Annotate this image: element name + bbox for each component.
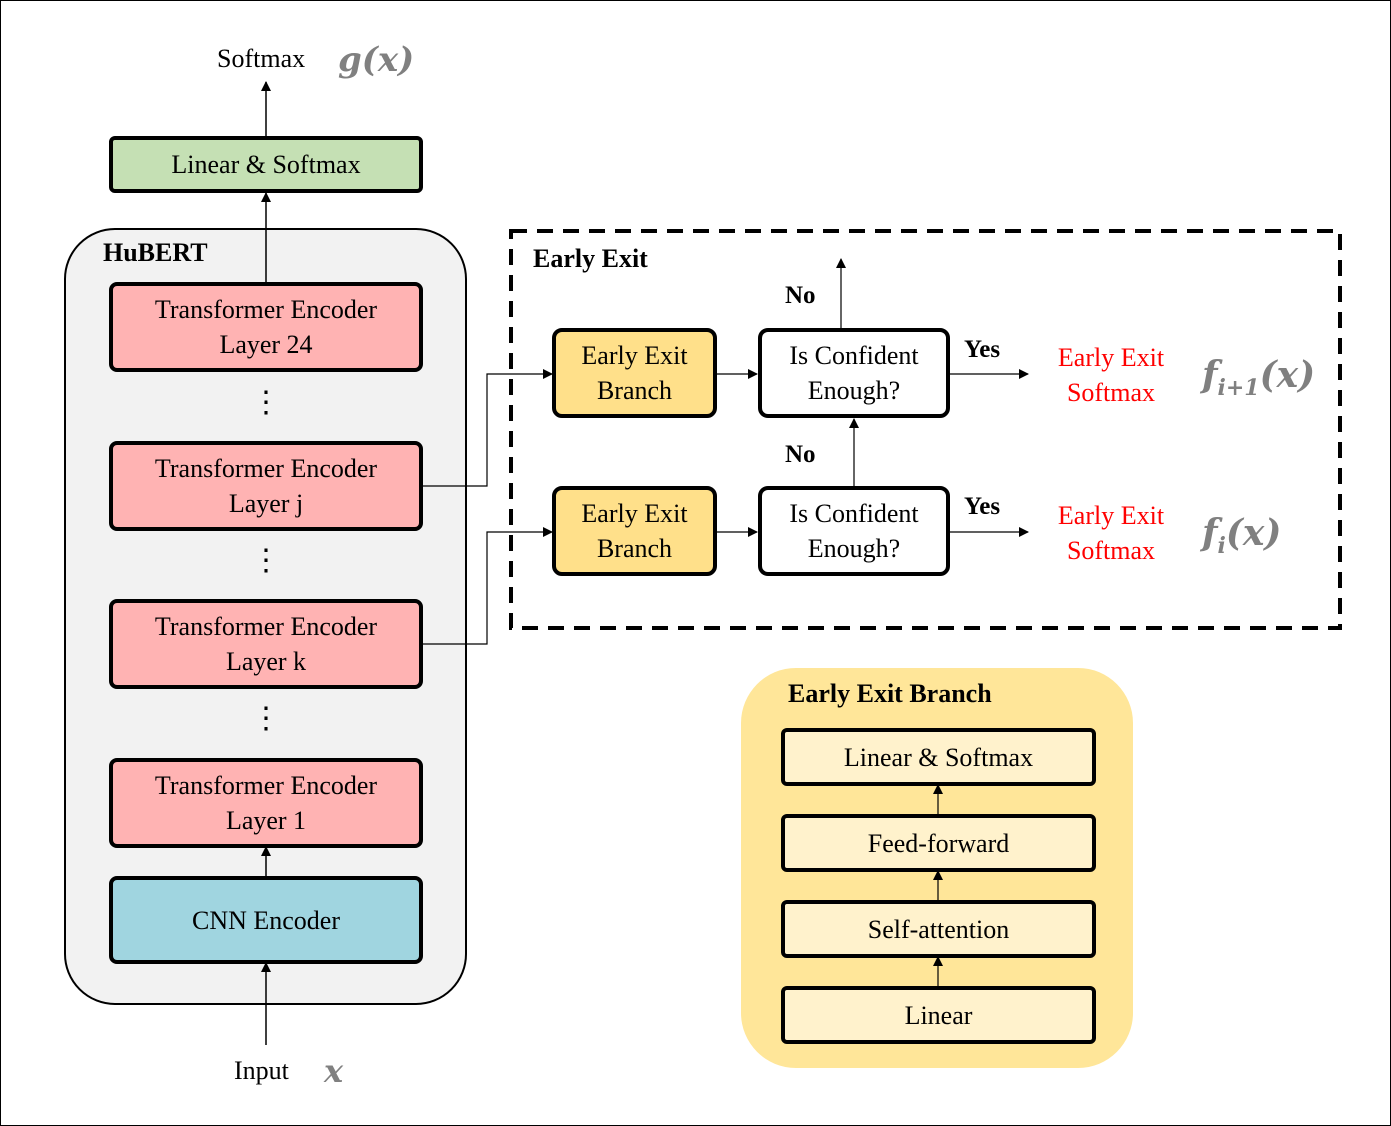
ellipsis-1: ⋮ (251, 386, 281, 419)
branch-self-attention-block: Self-attention (781, 900, 1096, 958)
lower-yes-label: Yes (964, 493, 1001, 520)
layer-k-line1: Transformer Encoder (154, 612, 378, 641)
lower-f: f (1202, 512, 1218, 554)
lower-f-subscript: i (1217, 533, 1226, 560)
lower-exit-function: fi(x) (1202, 512, 1281, 559)
upper-branch-line1: Early Exit (581, 341, 688, 370)
upper-early-exit-branch: Early Exit Branch (552, 328, 717, 418)
ellipsis-2: ⋮ (251, 544, 281, 577)
lower-early-exit-branch: Early Exit Branch (552, 486, 717, 576)
lower-confidence-check: Is Confident Enough? (758, 486, 950, 576)
input-label: Input (234, 1056, 289, 1085)
upper-branch-line2: Branch (596, 376, 673, 405)
transformer-layer-k: Transformer Encoder Layer k (109, 599, 423, 689)
layer-1-line2: Layer 1 (225, 806, 307, 835)
early-exit-title: Early Exit (533, 244, 648, 273)
lower-branch-line2: Branch (596, 534, 673, 563)
branch-layer-label-1: Linear & Softmax (843, 742, 1034, 772)
cnn-encoder-label: CNN Encoder (191, 905, 340, 935)
upper-exit-softmax: Early Exit Softmax (1040, 340, 1182, 410)
cnn-encoder-block: CNN Encoder (109, 876, 423, 964)
upper-exit-softmax-line1: Early Exit (1057, 343, 1165, 372)
upper-f-arg: (x) (1259, 354, 1316, 396)
upper-yes-label: Yes (964, 336, 1001, 363)
transformer-layer-1: Transformer Encoder Layer 1 (109, 758, 423, 848)
branch-linear-block: Linear (781, 986, 1096, 1044)
early-exit-region (509, 229, 1342, 630)
upper-exit-function: fi+1(x) (1202, 354, 1315, 401)
lower-branch-line1: Early Exit (581, 499, 688, 528)
upper-no-label: No (785, 282, 816, 309)
branch-layer-label-4: Linear (904, 1000, 973, 1030)
upper-confident-line1: Is Confident (789, 341, 919, 370)
branch-layer-label-3: Self-attention (867, 914, 1010, 944)
layer-j-line2: Layer j (228, 489, 304, 518)
branch-linear-softmax-block: Linear & Softmax (781, 728, 1096, 786)
output-linear-softmax-label: Linear & Softmax (171, 150, 361, 179)
ellipsis-3: ⋮ (251, 702, 281, 735)
hubert-title: HuBERT (103, 238, 208, 267)
lower-confident-line1: Is Confident (789, 499, 919, 528)
lower-confident-line2: Enough? (807, 534, 901, 563)
layer-k-line2: Layer k (225, 647, 307, 676)
layer-j-line1: Transformer Encoder (154, 454, 378, 483)
output-linear-softmax-block: Linear & Softmax (109, 136, 423, 193)
output-softmax-label: Softmax (217, 44, 306, 73)
layer-24-line1: Transformer Encoder (154, 295, 378, 324)
layer-1-line1: Transformer Encoder (154, 771, 378, 800)
upper-confidence-check: Is Confident Enough? (758, 328, 950, 418)
upper-f-subscript: i+1 (1217, 375, 1260, 402)
input-variable: x (324, 1052, 344, 1090)
lower-f-arg: (x) (1225, 512, 1282, 554)
transformer-layer-24: Transformer Encoder Layer 24 (109, 282, 423, 372)
upper-exit-softmax-line2: Softmax (1066, 378, 1156, 407)
lower-no-label: No (785, 441, 816, 468)
branch-layer-label-2: Feed-forward (867, 828, 1010, 858)
transformer-layer-j: Transformer Encoder Layer j (109, 441, 423, 531)
branch-feed-forward-block: Feed-forward (781, 814, 1096, 872)
lower-exit-softmax-line1: Early Exit (1057, 501, 1165, 530)
lower-exit-softmax: Early Exit Softmax (1040, 498, 1182, 568)
output-function-label: g(x) (338, 40, 415, 80)
layer-24-line2: Layer 24 (219, 330, 313, 359)
lower-exit-softmax-line2: Softmax (1066, 536, 1156, 565)
upper-confident-line2: Enough? (807, 376, 901, 405)
upper-f: f (1202, 354, 1218, 396)
branch-detail-title: Early Exit Branch (788, 679, 992, 708)
